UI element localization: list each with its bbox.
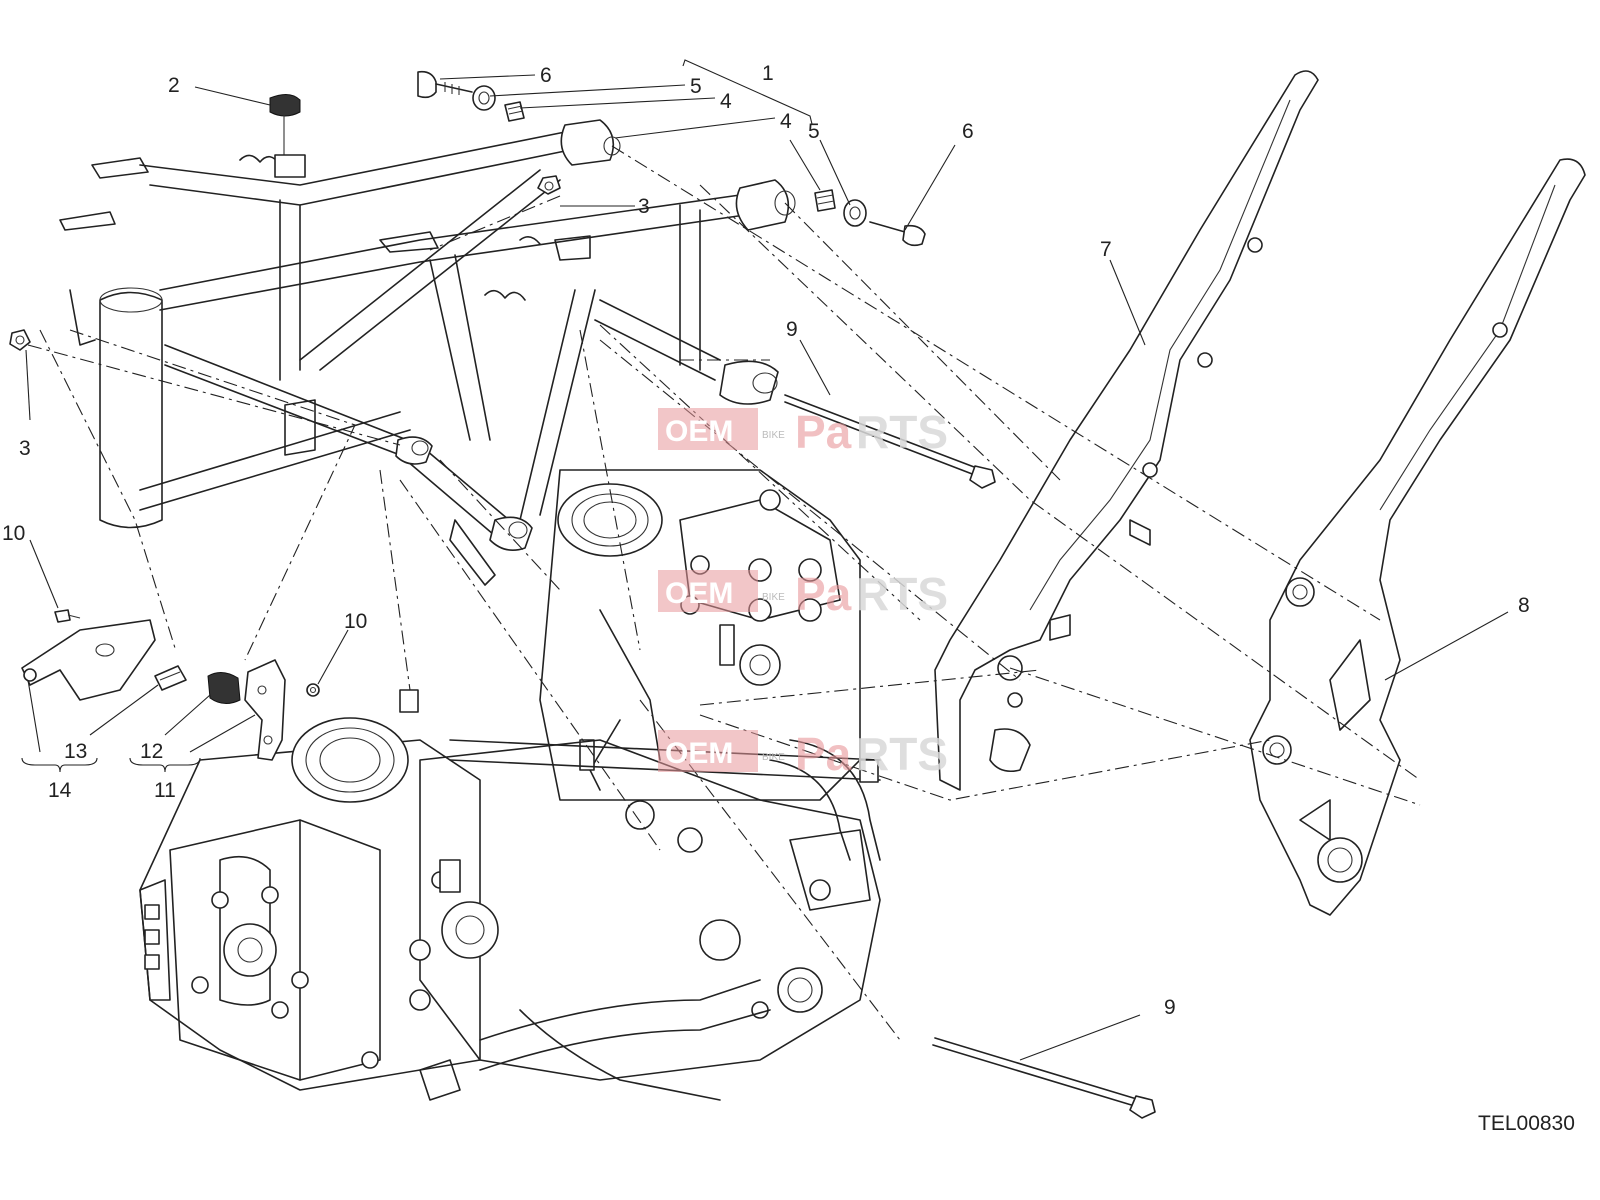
callout-13[interactable]: 13	[64, 740, 87, 763]
leader-lines	[21, 59, 1509, 1061]
callout-7[interactable]: 7	[1100, 238, 1112, 261]
sensor-bracket-part-14[interactable]	[21, 619, 156, 701]
long-bolt-part-9-lower[interactable]	[932, 1037, 1156, 1119]
sensor-part-12[interactable]	[207, 672, 241, 704]
callout-9-upper[interactable]: 9	[786, 318, 798, 341]
long-bolt-part-9-upper[interactable]	[784, 394, 996, 489]
svg-text:OEM: OEM	[665, 737, 733, 770]
callout-4-right[interactable]: 4	[780, 110, 792, 133]
watermark-middle: OEM BIKE Pa RTS	[658, 568, 948, 620]
watermark-upper: OEM BIKE Pa RTS	[658, 406, 948, 458]
svg-text:BIKE: BIKE	[762, 752, 785, 763]
trellis-frame[interactable]	[59, 119, 796, 586]
callout-6-upper[interactable]: 6	[540, 64, 552, 87]
svg-text:RTS: RTS	[856, 406, 948, 458]
bushing-part-4-upper[interactable]	[504, 101, 525, 122]
svg-text:Pa: Pa	[795, 406, 852, 458]
watermark-lower: OEM BIKE Pa RTS	[658, 728, 948, 780]
svg-text:OEM: OEM	[665, 415, 733, 448]
bolt-part-6-right[interactable]	[869, 221, 926, 247]
left-side-frame-bracket[interactable]	[934, 70, 1319, 791]
bushing-part-4-right[interactable]	[814, 189, 836, 212]
callout-1[interactable]: 1	[762, 62, 774, 85]
callout-5-upper[interactable]: 5	[690, 75, 702, 98]
assembly-lines	[27, 145, 1421, 1041]
callout-8[interactable]: 8	[1518, 594, 1530, 617]
sensor-bracket-part-11[interactable]	[244, 659, 286, 761]
svg-text:Pa: Pa	[795, 728, 852, 780]
washer-part-5-right[interactable]	[843, 199, 867, 227]
callout-4-upper[interactable]: 4	[720, 90, 732, 113]
right-side-frame-bracket[interactable]	[1249, 158, 1586, 916]
callout-14[interactable]: 14	[48, 779, 72, 802]
svg-text:RTS: RTS	[856, 728, 948, 780]
engine-assembly	[139, 469, 881, 1101]
callout-10-left[interactable]: 10	[2, 522, 25, 545]
callout-2[interactable]: 2	[168, 74, 180, 97]
callout-12[interactable]: 12	[140, 740, 163, 763]
washer-part-5-upper[interactable]	[472, 85, 496, 111]
drawing-code: TEL00830	[1478, 1112, 1575, 1135]
screw-part-10-left[interactable]	[54, 609, 81, 623]
callout-3-upper[interactable]: 3	[638, 195, 650, 218]
svg-text:Pa: Pa	[795, 568, 852, 620]
callout-labels: 1 2 3 3 4 4 5 5 6 6 7 8 9 9 10 10 11 12 …	[2, 62, 1530, 1019]
sensor-part-13[interactable]	[154, 665, 187, 691]
nut-part-10-right[interactable]	[306, 683, 320, 697]
callout-5-right[interactable]: 5	[808, 120, 820, 143]
svg-text:OEM: OEM	[665, 577, 733, 610]
bolt-part-6-upper[interactable]	[417, 70, 473, 99]
svg-text:BIKE: BIKE	[762, 592, 785, 603]
callout-6-right[interactable]: 6	[962, 120, 974, 143]
svg-text:RTS: RTS	[856, 568, 948, 620]
callout-9-lower[interactable]: 9	[1164, 996, 1176, 1019]
nut-part-3-left[interactable]	[9, 329, 31, 351]
callout-10-right[interactable]: 10	[344, 610, 367, 633]
nut-part-3-upper[interactable]	[537, 175, 561, 195]
svg-text:BIKE: BIKE	[762, 430, 785, 441]
callout-3-left[interactable]: 3	[19, 437, 31, 460]
callout-11[interactable]: 11	[154, 779, 176, 802]
rubber-grommet-part-2[interactable]	[269, 94, 306, 178]
